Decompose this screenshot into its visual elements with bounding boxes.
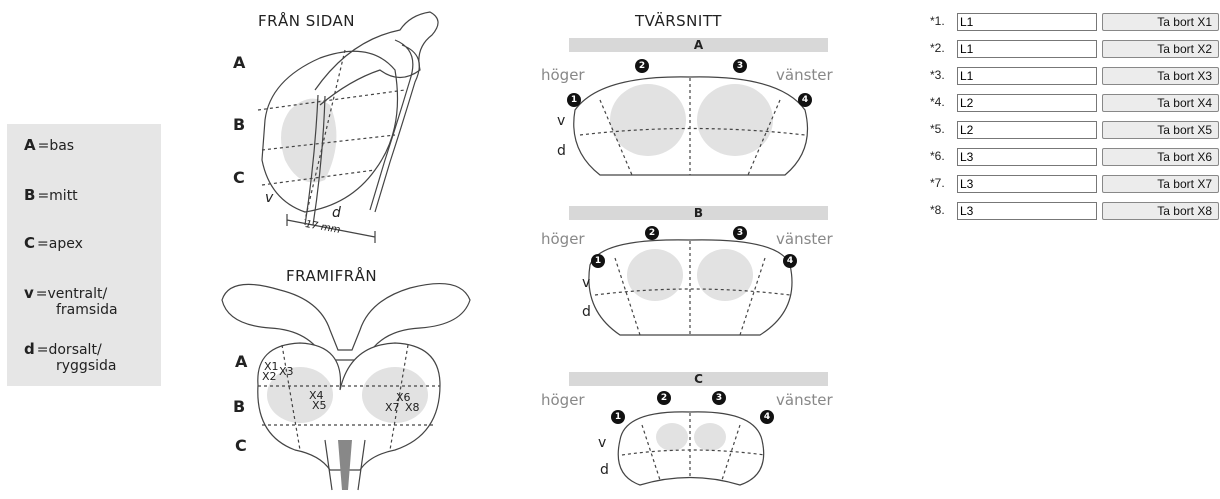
legend-item-b: B=mitt [24,186,78,204]
remove-mark-button[interactable]: Ta bort X3 [1102,67,1219,85]
form-row: *4. Ta bort X4 [930,94,1220,112]
location-input[interactable] [957,13,1097,31]
section-band-c: C [569,372,828,386]
legend-item-d: d=dorsalt/ryggsida [24,340,117,374]
location-input[interactable] [957,94,1097,112]
row-label: *4. [930,95,945,109]
section-a-num-2: 2 [635,59,649,73]
row-label: *2. [930,41,945,55]
row-label: *3. [930,68,945,82]
row-label: *7. [930,176,945,190]
location-input[interactable] [957,67,1097,85]
form-row: *5. Ta bort X5 [930,121,1220,139]
section-a-num-3: 3 [733,59,747,73]
front-zone-b: B [233,397,246,416]
section-b-v: v [582,275,591,291]
section-a-num-4: 4 [798,93,812,107]
section-a-left-label: vänster [776,66,833,84]
form-row: *8. Ta bort X8 [930,202,1220,220]
mark-x8: X8 [405,401,420,414]
section-b-num-2: 2 [645,226,659,240]
section-a-right-label: höger [541,66,585,84]
form-row: *2. Ta bort X2 [930,40,1220,58]
location-input[interactable] [957,175,1097,193]
section-b-left-label: vänster [776,230,833,248]
side-zone-a: A [233,53,246,72]
remove-mark-button[interactable]: Ta bort X6 [1102,148,1219,166]
side-v-label: v [265,190,274,206]
location-input[interactable] [957,202,1097,220]
section-c-left-label: vänster [776,391,833,409]
mark-x3: X3 [279,365,294,378]
form-row: *7. Ta bort X7 [930,175,1220,193]
form-row: *3. Ta bort X3 [930,67,1220,85]
mark-x4: X4 [309,389,324,402]
section-c-num-1: 1 [611,410,625,424]
form-row: *1. Ta bort X1 [930,13,1220,31]
mark-x2: X2 [262,370,277,383]
remove-mark-button[interactable]: Ta bort X5 [1102,121,1219,139]
legend-box: A=bas B=mitt C=apex v=ventralt/framsida … [7,124,161,386]
legend-item-v: v=ventralt/framsida [24,284,118,318]
section-b-right-label: höger [541,230,585,248]
section-a-num-1: 1 [567,93,581,107]
location-input[interactable] [957,148,1097,166]
section-c-num-3: 3 [712,391,726,405]
section-b-d: d [582,304,591,320]
remove-mark-button[interactable]: Ta bort X1 [1102,13,1219,31]
section-c-right-label: höger [541,391,585,409]
row-label: *5. [930,122,945,136]
section-c-v: v [598,435,607,451]
row-label: *1. [930,14,945,28]
front-zone-c: C [235,436,247,455]
cross-section-title: TVÄRSNITT [635,12,722,30]
mark-x1: X1 [264,360,279,373]
location-input[interactable] [957,40,1097,58]
section-c-d: d [600,462,609,478]
front-zone-a: A [235,352,248,371]
section-b-num-1: 1 [591,254,605,268]
section-b-num-3: 3 [733,226,747,240]
row-label: *8. [930,203,945,217]
section-b-num-4: 4 [783,254,797,268]
remove-mark-button[interactable]: Ta bort X4 [1102,94,1219,112]
row-label: *6. [930,149,945,163]
mark-x6: X6 [396,391,411,404]
legend-item-c: C=apex [24,234,83,252]
section-c-num-4: 4 [760,410,774,424]
form-row: *6. Ta bort X6 [930,148,1220,166]
remove-mark-button[interactable]: Ta bort X7 [1102,175,1219,193]
side-zone-b: B [233,115,246,134]
section-band-b: B [569,206,828,220]
location-input[interactable] [957,121,1097,139]
remove-mark-button[interactable]: Ta bort X2 [1102,40,1219,58]
front-view-title: FRAMIFRÅN [286,267,378,285]
remove-mark-button[interactable]: Ta bort X8 [1102,202,1219,220]
section-band-a: A [569,38,828,52]
section-c-num-2: 2 [657,391,671,405]
side-view-title: FRÅN SIDAN [258,12,356,30]
side-zone-c: C [233,168,245,187]
mark-x7: X7 [385,401,400,414]
legend-item-a: A=bas [24,136,75,154]
mark-x5: X5 [312,399,327,412]
side-d-label: d [332,205,341,221]
section-a-d: d [557,143,566,159]
section-a-v: v [557,113,566,129]
